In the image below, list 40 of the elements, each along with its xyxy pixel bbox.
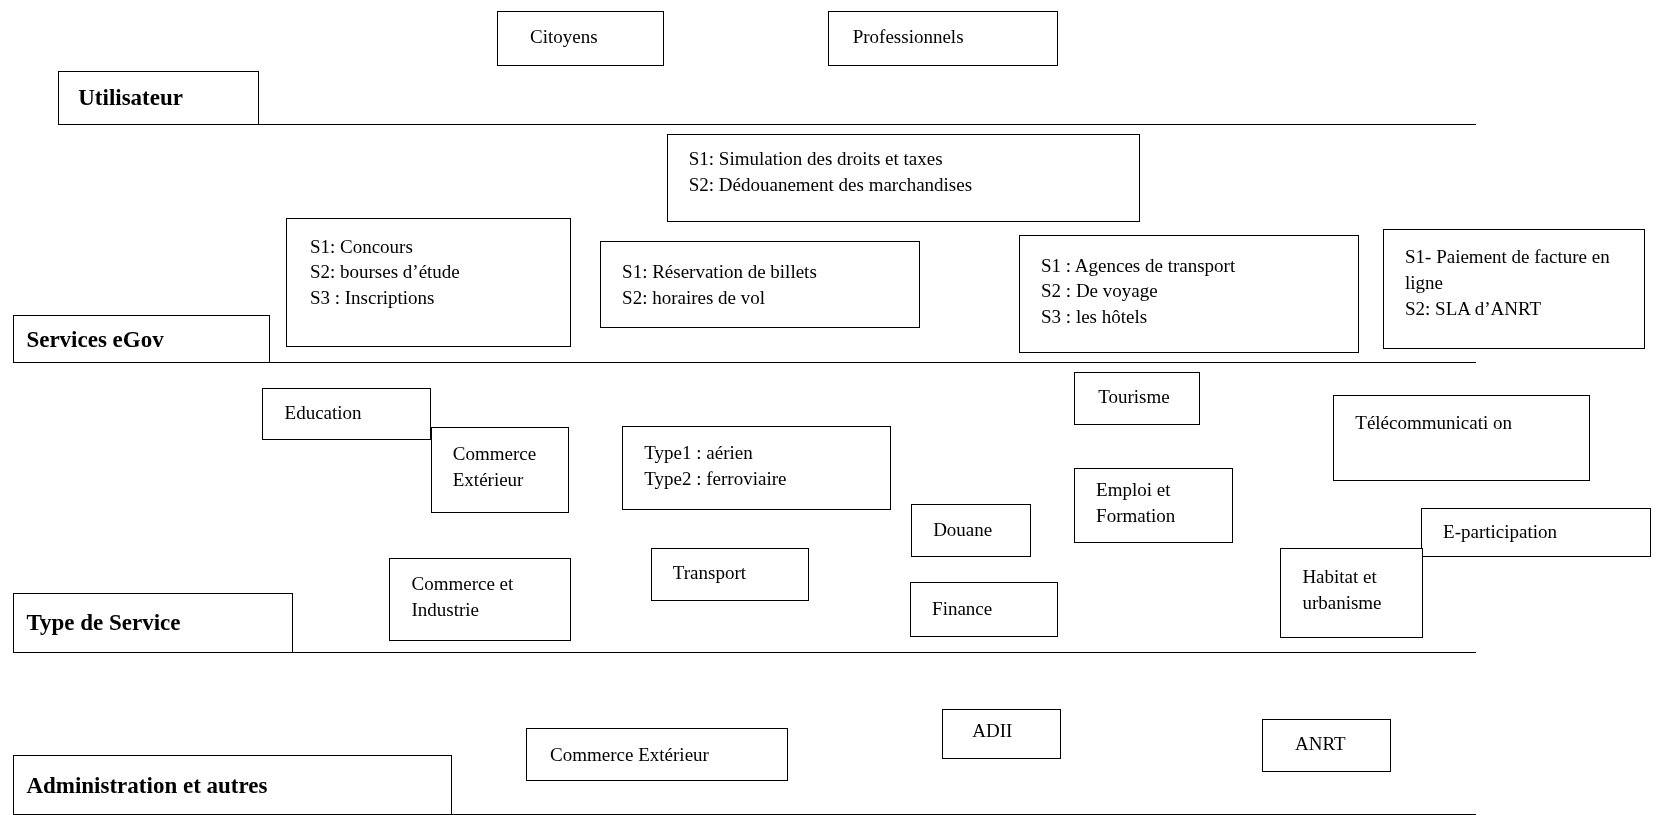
label-box: ANRT xyxy=(1262,719,1392,773)
label-box: Habitat et urbanisme xyxy=(1280,548,1424,638)
service-line: S1- Paiement de facture en ligne xyxy=(1405,245,1611,295)
service-box xyxy=(1382,228,1646,350)
service-line: S1: Simulation des droits et taxes xyxy=(688,146,944,171)
service-line: S2: horaires de vol xyxy=(622,285,767,310)
service-line: S1 : Agences de transport xyxy=(1041,253,1237,278)
label-box: Commerce Extérieur xyxy=(525,727,789,781)
label-box: Professionnels xyxy=(828,10,1059,66)
service-box xyxy=(1018,234,1359,354)
layer-heading: Type de Service xyxy=(12,592,294,653)
label-box: Tourisme xyxy=(1073,372,1200,426)
layer-heading: Administration et autres xyxy=(12,755,452,815)
service-box xyxy=(599,241,921,328)
label-box: ADII xyxy=(941,708,1062,759)
service-box xyxy=(285,217,572,348)
label-box: Télécommunicati on xyxy=(1333,394,1591,482)
label-box: Transport xyxy=(650,548,810,601)
layer-heading: Services eGov xyxy=(12,315,270,363)
label-box: Finance xyxy=(909,581,1059,637)
service-box xyxy=(666,134,1140,223)
service-line: Type2 : ferroviaire xyxy=(644,466,788,491)
label-box: Emploi et Formation xyxy=(1073,467,1233,543)
layer-heading: Utilisateur xyxy=(58,70,260,125)
service-line: S2: bourses d’étude xyxy=(309,260,461,285)
service-line: S3 : Inscriptions xyxy=(309,286,436,311)
label-box: Commerce et Industrie xyxy=(389,557,572,642)
service-line: S1: Concours xyxy=(309,234,414,259)
service-box xyxy=(622,426,891,510)
service-line: S1: Réservation de billets xyxy=(622,260,818,285)
label-box: Douane xyxy=(910,503,1031,557)
label-box: E-participation xyxy=(1420,507,1651,557)
service-line: S2: SLA d’ANRT xyxy=(1405,296,1543,321)
label-box: Citoyens xyxy=(497,10,665,66)
service-line: S2: Dédouanement des marchandises xyxy=(688,172,974,197)
service-line: Type1 : aérien xyxy=(644,441,754,466)
label-box: Education xyxy=(262,388,431,441)
service-line: S3 : les hôtels xyxy=(1041,305,1149,330)
label-box: Commerce Extérieur xyxy=(430,427,570,514)
service-line: S2 : De voyage xyxy=(1041,279,1159,304)
